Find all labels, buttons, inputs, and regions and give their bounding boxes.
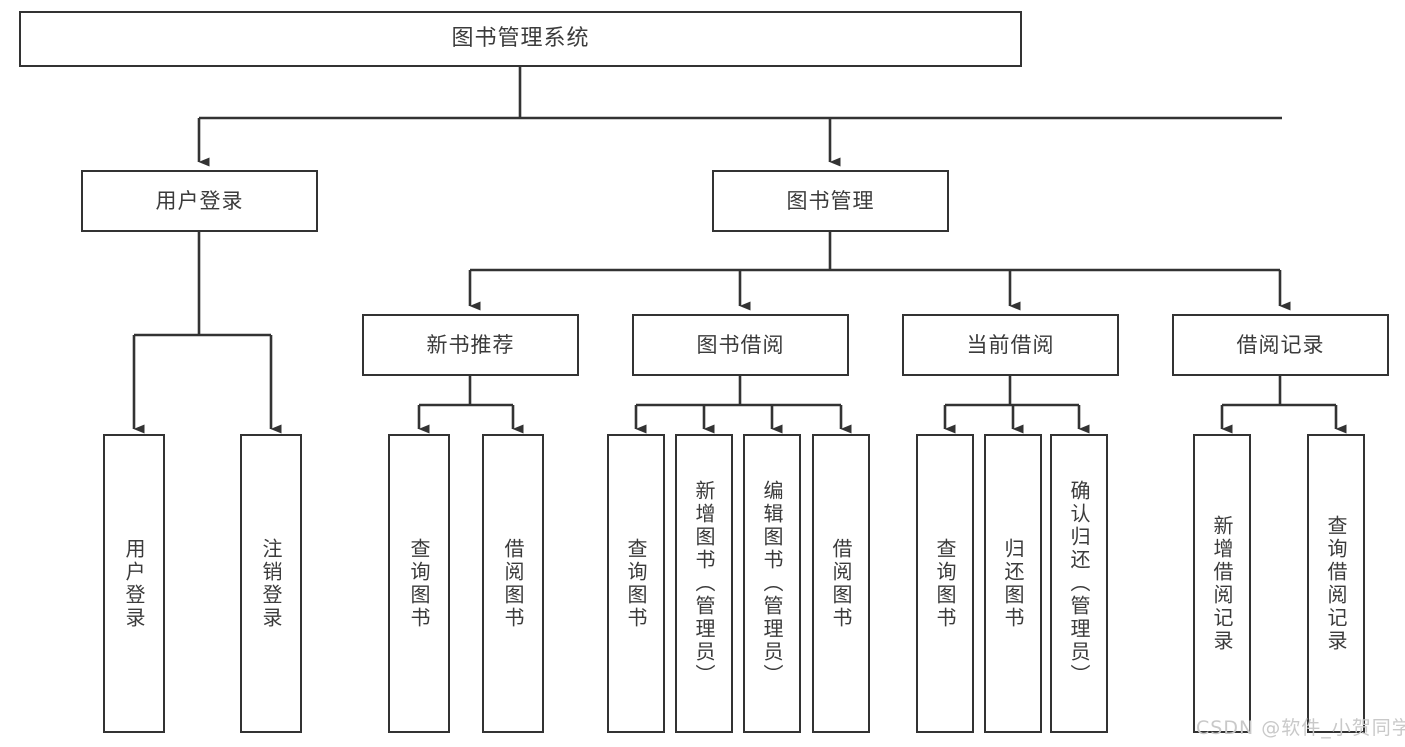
node-leaf-edit-book[interactable]: 编辑图书（管理员） [743,434,801,733]
node-leaf-query-book-3-label: 查询图书 [933,537,957,630]
node-leaf-query-book-1[interactable]: 查询图书 [388,434,450,733]
node-leaf-query-book-2[interactable]: 查询图书 [607,434,665,733]
node-leaf-borrow-book-1-label: 借阅图书 [501,537,525,630]
node-leaf-add-book[interactable]: 新增图书（管理员） [675,434,733,733]
node-new-book-recommend-label: 新书推荐 [426,332,515,357]
node-borrow-record[interactable]: 借阅记录 [1172,314,1389,376]
node-new-book-recommend[interactable]: 新书推荐 [362,314,579,376]
node-leaf-borrow-book-2-label: 借阅图书 [829,537,853,630]
node-current-borrow[interactable]: 当前借阅 [902,314,1119,376]
node-current-borrow-label: 当前借阅 [966,332,1055,357]
node-leaf-add-record[interactable]: 新增借阅记录 [1193,434,1251,733]
node-borrow-record-label: 借阅记录 [1236,332,1325,357]
node-user-login[interactable]: 用户登录 [81,170,318,232]
node-leaf-borrow-book-1[interactable]: 借阅图书 [482,434,544,733]
node-leaf-logout-login[interactable]: 注销登录 [240,434,302,733]
node-user-login-label: 用户登录 [155,188,244,213]
node-leaf-confirm-return-label: 确认归还（管理员） [1067,480,1091,687]
node-leaf-query-record[interactable]: 查询借阅记录 [1307,434,1365,733]
node-leaf-query-book-2-label: 查询图书 [624,537,648,630]
node-leaf-query-book-1-label: 查询图书 [407,537,431,630]
node-root[interactable]: 图书管理系统 [19,11,1022,67]
node-leaf-query-record-label: 查询借阅记录 [1324,514,1348,653]
node-leaf-return-book-label: 归还图书 [1001,537,1025,630]
node-leaf-user-login-label: 用户登录 [122,537,146,630]
watermark: CSDN @软件_小贺同学 [1196,717,1405,739]
node-book-manage-label: 图书管理 [786,188,875,213]
node-root-label: 图书管理系统 [451,26,590,52]
node-leaf-borrow-book-2[interactable]: 借阅图书 [812,434,870,733]
node-book-borrow-label: 图书借阅 [696,332,785,357]
node-leaf-return-book[interactable]: 归还图书 [984,434,1042,733]
node-leaf-confirm-return[interactable]: 确认归还（管理员） [1050,434,1108,733]
node-book-borrow[interactable]: 图书借阅 [632,314,849,376]
node-leaf-add-book-label: 新增图书（管理员） [692,480,716,687]
node-leaf-edit-book-label: 编辑图书（管理员） [760,480,784,687]
node-leaf-add-record-label: 新增借阅记录 [1210,514,1234,653]
node-book-manage[interactable]: 图书管理 [712,170,949,232]
node-leaf-user-login[interactable]: 用户登录 [103,434,165,733]
node-leaf-logout-login-label: 注销登录 [259,537,283,630]
node-leaf-query-book-3[interactable]: 查询图书 [916,434,974,733]
